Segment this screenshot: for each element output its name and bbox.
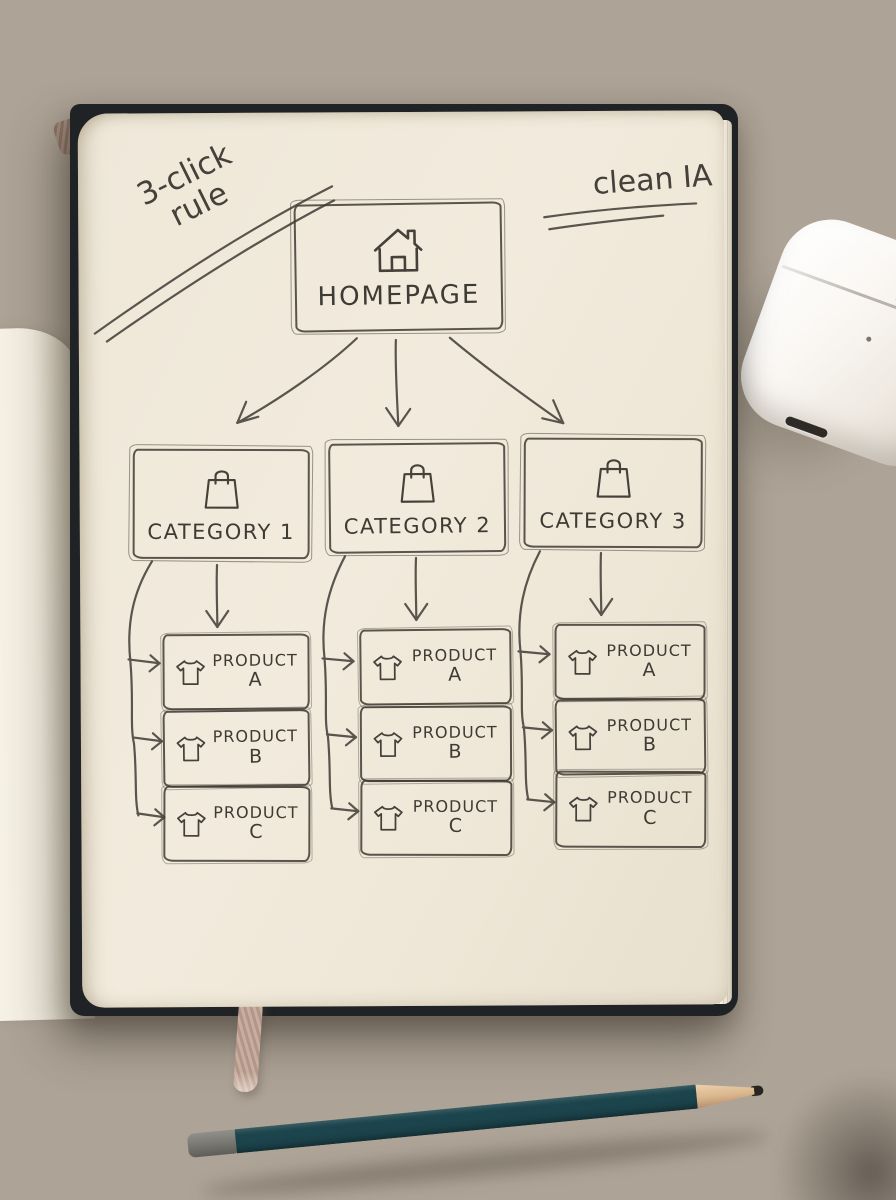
- tshirt-icon: [176, 736, 206, 762]
- pencil-cap: [186, 1129, 237, 1158]
- product-name: PRODUCT: [411, 645, 498, 665]
- branch-cat2: [322, 555, 347, 810]
- case-lid-seam: [781, 264, 896, 340]
- product-name: PRODUCT: [213, 802, 299, 822]
- product-name: PRODUCT: [412, 796, 499, 816]
- product-box: PRODUCT A: [554, 623, 706, 700]
- product-variant: B: [448, 740, 462, 764]
- branch-cat3: [518, 550, 542, 801]
- arrow-home-cat1: [236, 337, 358, 424]
- tshirt-icon: [373, 654, 403, 680]
- tshirt-icon: [176, 659, 206, 685]
- homepage-box: HOMEPAGE: [293, 201, 504, 333]
- product-variant: A: [248, 669, 262, 692]
- product-variant: C: [643, 806, 657, 829]
- category-1-box: CATEGORY 1: [132, 448, 310, 560]
- product-name: PRODUCT: [212, 650, 298, 670]
- arrow-cat1-productA: [215, 563, 219, 629]
- category-3-box: CATEGORY 3: [523, 437, 703, 549]
- tshirt-icon: [568, 649, 597, 675]
- arrow-cat2-productA: [414, 556, 418, 622]
- underline-3-click: [93, 185, 334, 335]
- tshirt-icon: [568, 724, 598, 750]
- product-box: PRODUCT C: [360, 779, 513, 856]
- arrow-cat3-productA: [599, 551, 603, 617]
- arrow-home-cat2: [394, 338, 400, 428]
- product-variant: A: [642, 659, 656, 682]
- underline-clean-ia: [543, 202, 698, 219]
- product-variant: B: [642, 733, 657, 756]
- product-variant: B: [248, 745, 263, 768]
- corner-shadow: [626, 920, 896, 1200]
- shopping-bag-icon: [596, 458, 631, 498]
- product-name: PRODUCT: [606, 640, 692, 660]
- category-2-box: CATEGORY 2: [328, 442, 507, 554]
- arrow-home-cat3: [448, 336, 565, 425]
- category-3-label: CATEGORY 3: [539, 508, 687, 533]
- case-led-dot: [865, 335, 872, 343]
- category-1-label: CATEGORY 1: [147, 519, 295, 544]
- tshirt-icon: [373, 805, 403, 831]
- homepage-label: HOMEPAGE: [317, 279, 481, 313]
- category-2-label: CATEGORY 2: [343, 512, 492, 539]
- shopping-bag-icon: [399, 463, 435, 503]
- product-box: PRODUCT B: [359, 705, 513, 783]
- shopping-bag-icon: [204, 469, 239, 509]
- tshirt-icon: [373, 731, 403, 757]
- notebook-page: 3-click rule clean IA: [77, 110, 729, 1008]
- product-box: PRODUCT B: [162, 708, 311, 788]
- product-name: PRODUCT: [606, 715, 693, 735]
- product-variant: A: [448, 663, 462, 686]
- product-name: PRODUCT: [412, 722, 498, 742]
- product-variant: C: [448, 815, 463, 838]
- tshirt-icon: [176, 811, 206, 837]
- tshirt-icon: [568, 796, 598, 822]
- branch-cat1: [128, 560, 154, 817]
- product-name: PRODUCT: [607, 788, 693, 808]
- product-name: PRODUCT: [212, 726, 299, 747]
- product-box: PRODUCT C: [163, 785, 311, 863]
- product-box: PRODUCT A: [162, 633, 310, 711]
- product-box: PRODUCT A: [359, 628, 512, 706]
- product-variant: C: [249, 821, 263, 844]
- home-icon: [373, 228, 423, 273]
- product-box: PRODUCT C: [555, 770, 707, 849]
- product-box: PRODUCT B: [554, 698, 707, 776]
